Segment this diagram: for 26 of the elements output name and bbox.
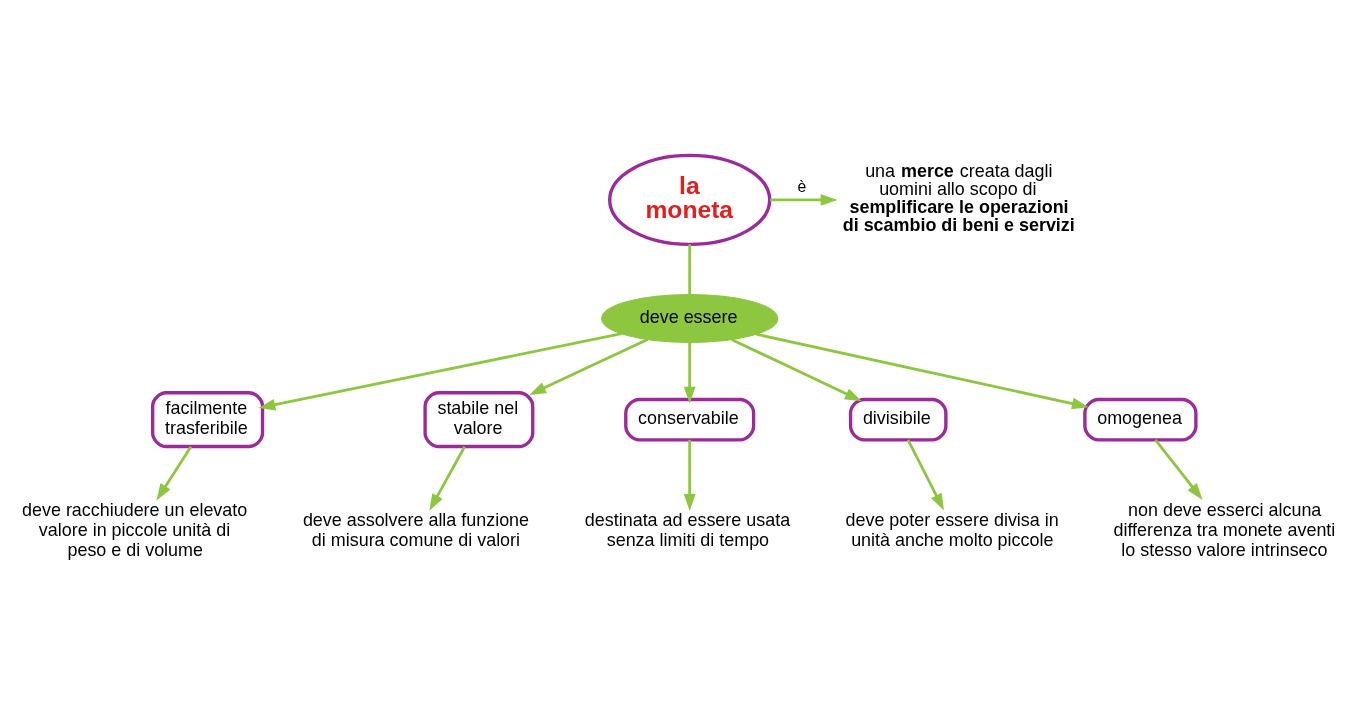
arrow [770, 193, 838, 206]
node-text: deve assolvere alla funzione di misura comune di valori [302, 509, 530, 550]
arrow [429, 445, 466, 511]
node-ellipse: la moneta [608, 153, 772, 246]
node-box: divisibile [848, 397, 948, 441]
arrow [755, 332, 1089, 409]
arrow [156, 445, 193, 500]
node-box: omogenea [1083, 397, 1198, 441]
node-ellipse: deve essere [601, 293, 779, 343]
arrow [1154, 438, 1203, 500]
node-text: deve racchiudere un elevato valore in piccole unità di peso e di volume [22, 499, 248, 560]
arrow [906, 438, 944, 510]
node-box: facilmente trasferibile [151, 390, 265, 448]
node-box: conservabile [624, 397, 756, 441]
node-text: non deve esserci alcuna differenza tra monete aventi lo stesso valore intrinseco [1113, 499, 1336, 560]
node-text: una merce creata dagli uomini allo scopo di semplificare le operazioni di scambio di beni e servizi [842, 160, 1075, 235]
node-text: deve poter essere divisa in unità anche molto piccole [845, 509, 1059, 550]
arrow [529, 337, 649, 395]
arrow [258, 331, 622, 410]
arrow [731, 337, 862, 401]
arrow [683, 439, 696, 511]
arrow [683, 342, 696, 404]
connector [688, 243, 692, 295]
node-text: destinata ad essere usata senza limiti di tempo [584, 509, 791, 550]
node-box: stabile nel valore [423, 390, 535, 448]
edge-label: è [797, 177, 807, 195]
